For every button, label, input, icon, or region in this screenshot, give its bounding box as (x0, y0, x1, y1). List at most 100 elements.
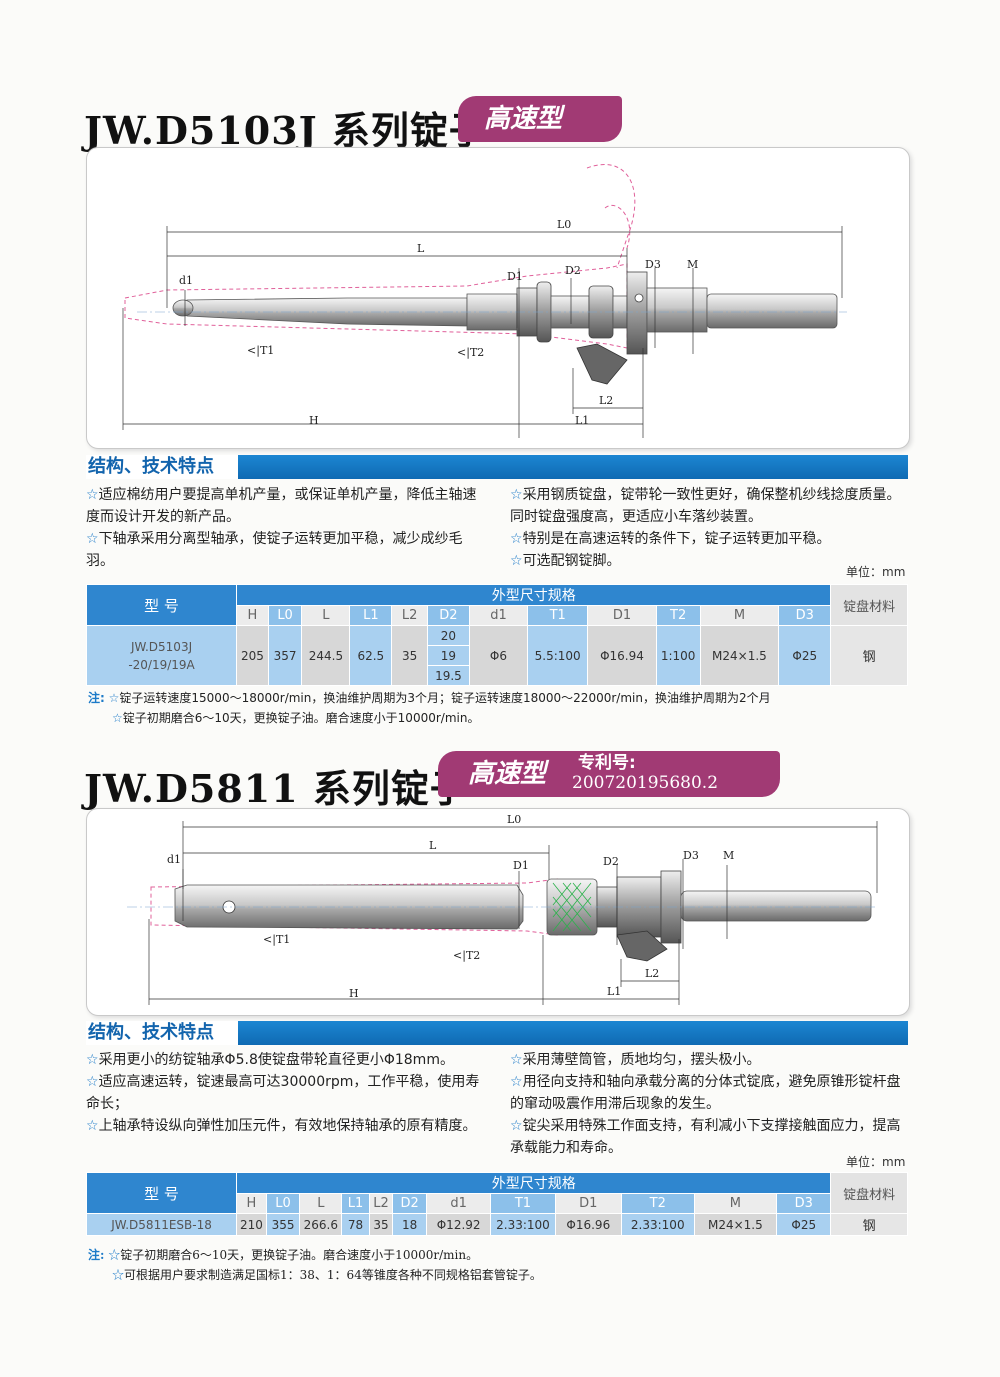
val2-L2: 35 (368, 1213, 394, 1236)
section1-badge-text: 高速型 (484, 104, 563, 134)
col-L0: L0 (267, 605, 303, 626)
spindle-brake (576, 343, 628, 385)
col2-L: L (299, 1193, 343, 1214)
label-d1: d1 (179, 274, 194, 287)
flange-hole (634, 293, 644, 303)
model-cell: JW.D5103J-20/19/19A (85, 625, 238, 686)
note-line: ☆可根据用户要求制造满足国标1：38、1：64等锥度各种不同规格铝套管锭子。 (112, 1268, 542, 1282)
val-D1: Φ16.94 (587, 625, 657, 686)
model-header: 型 号 (85, 584, 238, 626)
spec-header: 外型尺寸规格 (236, 584, 832, 606)
col2-D3: D3 (776, 1193, 832, 1214)
bolster-tube-2 (680, 890, 872, 922)
col2-M: M (693, 1193, 778, 1214)
val2-L0: 355 (265, 1213, 301, 1236)
label2-T2: <|T2 (453, 949, 481, 962)
star-icon: ☆ (510, 531, 523, 547)
feature-item: ☆适应棉纺用户要提高单机产量，或保证单机产量，降低主轴速度而设计开发的新产品。 (86, 487, 477, 525)
val-D2-b: 19 (427, 645, 470, 666)
label2-L2: L2 (645, 967, 660, 980)
val-d1: Φ6 (468, 625, 529, 686)
star-icon: ☆ (510, 487, 523, 503)
val-L2: 35 (391, 625, 428, 686)
spindle-drawing-2-svg (127, 821, 878, 1005)
label-L0: L0 (557, 218, 572, 231)
section2-feature-heading: 结构、技术特点 (86, 1021, 238, 1045)
spec-header-2: 外型尺寸规格 (236, 1172, 832, 1194)
star-icon: ☆ (108, 1248, 121, 1262)
col-d1: d1 (468, 605, 529, 626)
star-icon: ☆ (112, 1268, 125, 1282)
col-T2: T2 (655, 605, 701, 626)
note-line: 注: ☆锭子运转速度15000～18000r/min，换油维护周期为3个月；锭子… (88, 691, 771, 705)
star-icon: ☆ (108, 691, 120, 705)
star-icon: ☆ (86, 531, 99, 547)
star-icon: ☆ (86, 1052, 99, 1068)
spindle-drawing-1: L0 L d1 D1 D2 D3 M <|T1 <|T2 H L1 L2 (86, 147, 910, 449)
val2-D2: 18 (392, 1213, 427, 1236)
col-L: L (301, 605, 351, 626)
val2-L: 266.6 (299, 1213, 343, 1236)
col-D2: D2 (427, 605, 470, 626)
section1-title: JW.D5103J 系列锭子 (84, 108, 488, 153)
section2-feature-bar: 结构、技术特点 (86, 1021, 908, 1045)
label-D2: D2 (565, 264, 581, 277)
col2-H: H (236, 1193, 267, 1214)
feature-item: ☆用径向支持和轴向承载分离的分体式锭底，避免原锥形锭杆盘的窜动吸震作用滞后现象的… (510, 1074, 901, 1112)
label-T1: <|T1 (247, 344, 275, 357)
val-D2-a: 20 (427, 625, 470, 646)
col2-T2: T2 (621, 1193, 695, 1214)
feature-item: ☆锭尖采用特殊工作面支持，有利减小下支撑接触面应力，提高承载能力和寿命。 (510, 1118, 901, 1156)
val2-M: M24×1.5 (693, 1213, 778, 1236)
model-header-2: 型 号 (85, 1172, 238, 1214)
spindle-flange (626, 271, 648, 355)
section1-spec-table: 型 号 外型尺寸规格 锭盘材料 H L0 L L1 L2 D2 d1 T1 D1… (85, 584, 908, 686)
section2-speed-badge: 高速型 专利号: 200720195680.2 (438, 751, 780, 797)
patent-label: 专利号: (578, 753, 636, 773)
note-line: ☆锭子初期磨合6～10天，更换锭子油。磨合速度小于10000r/min。 (112, 711, 480, 725)
val-L0: 357 (267, 625, 303, 686)
bolster-tube (706, 293, 838, 329)
label2-H: H (349, 987, 359, 1000)
col-D3: D3 (778, 605, 832, 626)
col2-D1: D1 (554, 1193, 623, 1214)
material-header: 锭盘材料 (830, 584, 908, 626)
label2-d1: d1 (167, 853, 182, 866)
feature-item: ☆特别是在高速运转的条件下，锭子运转更加平稳。 (510, 531, 831, 547)
col2-L2: L2 (368, 1193, 394, 1214)
section2-title: JW.D5811 系列锭子 (84, 766, 469, 811)
label-L: L (417, 242, 425, 255)
section1-unit: 单位：mm (846, 565, 906, 579)
feature-item: ☆采用更小的纺锭轴承Φ5.8使锭盘带轮直径更小Φ18mm。 (86, 1052, 454, 1068)
spindle-tip (172, 299, 194, 317)
val2-D1: Φ16.96 (554, 1213, 623, 1236)
section1-features-left: ☆适应棉纺用户要提高单机产量，或保证单机产量，降低主轴速度而设计开发的新产品。 … (86, 484, 490, 572)
col-L2: L2 (391, 605, 428, 626)
val2-T2: 2.33:100 (621, 1213, 695, 1236)
col2-d1: d1 (425, 1193, 492, 1214)
section2-features-left: ☆采用更小的纺锭轴承Φ5.8使锭盘带轮直径更小Φ18mm。 ☆适应高速运转，锭速… (86, 1049, 490, 1137)
label2-L: L (429, 839, 437, 852)
label2-L1: L1 (607, 985, 622, 998)
col2-D2: D2 (392, 1193, 427, 1214)
feature-item: ☆采用钢质锭盘，锭带轮一致性更好，确保整机纱线捻度质量。同时锭盘强度高，更适应小… (510, 487, 901, 525)
section2-unit: 单位：mm (846, 1155, 906, 1169)
col-H: H (236, 605, 269, 626)
val2-D3: Φ25 (776, 1213, 832, 1236)
col-L1: L1 (349, 605, 393, 626)
material-header-2: 锭盘材料 (830, 1172, 908, 1214)
label-L1: L1 (575, 414, 590, 427)
spindle-drawing-2: L0 L d1 D1 D2 D3 M <|T1 <|T2 H L1 L2 (86, 808, 910, 1016)
section1-feature-bar: 结构、技术特点 (86, 455, 908, 479)
val2-material: 钢 (830, 1213, 908, 1236)
star-icon: ☆ (86, 1074, 99, 1090)
label-T2: <|T2 (457, 346, 485, 359)
section1-speed-badge: 高速型 (458, 96, 622, 142)
section2-notes: 注: ☆锭子初期磨合6～10天，更换锭子油。磨合速度小于10000r/min。 … (88, 1245, 908, 1285)
section1-notes: 注: ☆锭子运转速度15000～18000r/min，换油维护周期为3个月；锭子… (88, 688, 908, 728)
col-D1: D1 (587, 605, 657, 626)
section1-features-right: ☆采用钢质锭盘，锭带轮一致性更好，确保整机纱线捻度质量。同时锭盘强度高，更适应小… (510, 484, 910, 572)
col-T1: T1 (527, 605, 589, 626)
val-material: 钢 (830, 625, 908, 686)
feature-item: ☆上轴承特设纵向弹性加压元件，有效地保持轴承的原有精度。 (86, 1118, 477, 1134)
